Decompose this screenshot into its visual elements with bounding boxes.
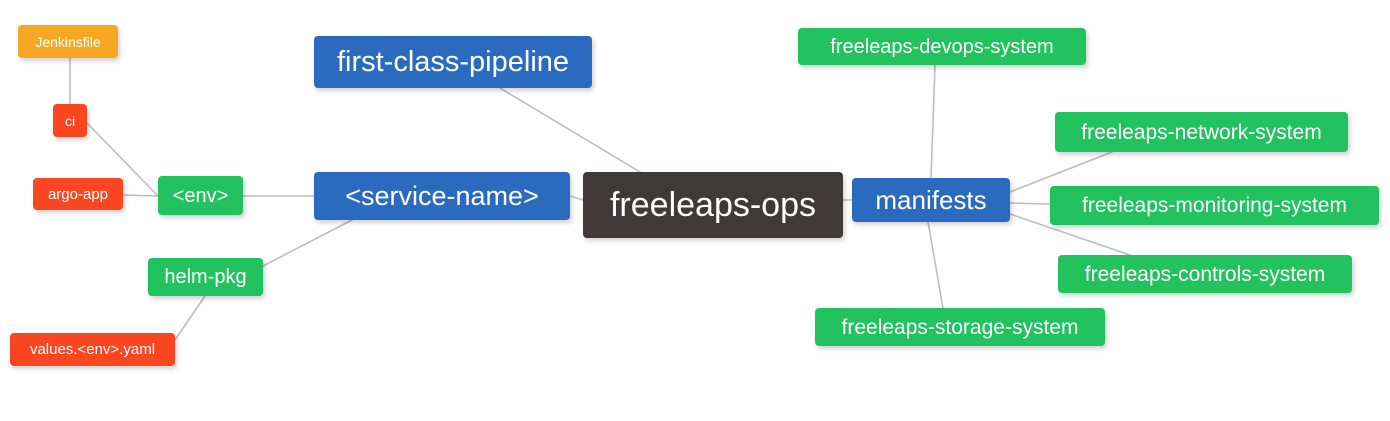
node-manifests[interactable]: manifests bbox=[852, 178, 1010, 222]
node-freeleaps-monitoring-system[interactable]: freeleaps-monitoring-system bbox=[1050, 186, 1379, 225]
node-label-values-yaml: values.<env>.yaml bbox=[29, 341, 156, 358]
node-argo-app[interactable]: argo-app bbox=[33, 178, 123, 210]
node-label-freeleaps-network-system: freeleaps-network-system bbox=[1081, 120, 1322, 144]
node-service-name[interactable]: <service-name> bbox=[314, 172, 570, 220]
node-label-ci: ci bbox=[64, 112, 76, 129]
node-label-service-name: <service-name> bbox=[345, 180, 539, 211]
edge-service-name-to-freeleaps-ops bbox=[569, 195, 584, 201]
node-label-manifests: manifests bbox=[875, 185, 987, 215]
edge-manifests-to-freeleaps-storage-system bbox=[927, 221, 944, 309]
node-label-argo-app: argo-app bbox=[47, 185, 109, 203]
node-freeleaps-controls-system[interactable]: freeleaps-controls-system bbox=[1058, 255, 1352, 293]
edge-helm-pkg-to-service-name bbox=[262, 219, 353, 267]
node-helm-pkg[interactable]: helm-pkg bbox=[148, 258, 263, 296]
edge-manifests-to-freeleaps-devops-system bbox=[930, 64, 936, 179]
edge-values-yaml-to-helm-pkg bbox=[174, 295, 206, 341]
edge-manifests-to-freeleaps-monitoring-system bbox=[1009, 202, 1051, 205]
edge-argo-app-to-env bbox=[122, 194, 159, 197]
node-label-first-class-pipeline: first-class-pipeline bbox=[336, 45, 570, 78]
node-jenkinsfile[interactable]: Jenkinsfile bbox=[18, 25, 118, 58]
node-ci[interactable]: ci bbox=[53, 104, 87, 137]
node-freeleaps-network-system[interactable]: freeleaps-network-system bbox=[1055, 112, 1348, 152]
node-label-freeleaps-storage-system: freeleaps-storage-system bbox=[841, 315, 1079, 339]
node-label-freeleaps-ops: freeleaps-ops bbox=[609, 186, 816, 224]
node-freeleaps-storage-system[interactable]: freeleaps-storage-system bbox=[815, 308, 1105, 346]
node-values-yaml[interactable]: values.<env>.yaml bbox=[10, 333, 175, 366]
node-first-class-pipeline[interactable]: first-class-pipeline bbox=[314, 36, 592, 88]
node-label-env: <env> bbox=[172, 184, 229, 207]
edge-first-class-pipeline-to-freeleaps-ops bbox=[499, 87, 641, 173]
node-freeleaps-devops-system[interactable]: freeleaps-devops-system bbox=[798, 28, 1086, 65]
node-label-freeleaps-monitoring-system: freeleaps-monitoring-system bbox=[1082, 194, 1347, 217]
node-label-freeleaps-devops-system: freeleaps-devops-system bbox=[830, 35, 1054, 58]
node-label-jenkinsfile: Jenkinsfile bbox=[35, 33, 101, 50]
node-freeleaps-ops[interactable]: freeleaps-ops bbox=[583, 172, 843, 238]
node-label-freeleaps-controls-system: freeleaps-controls-system bbox=[1084, 262, 1326, 286]
node-env[interactable]: <env> bbox=[158, 176, 243, 215]
node-label-helm-pkg: helm-pkg bbox=[164, 266, 247, 288]
